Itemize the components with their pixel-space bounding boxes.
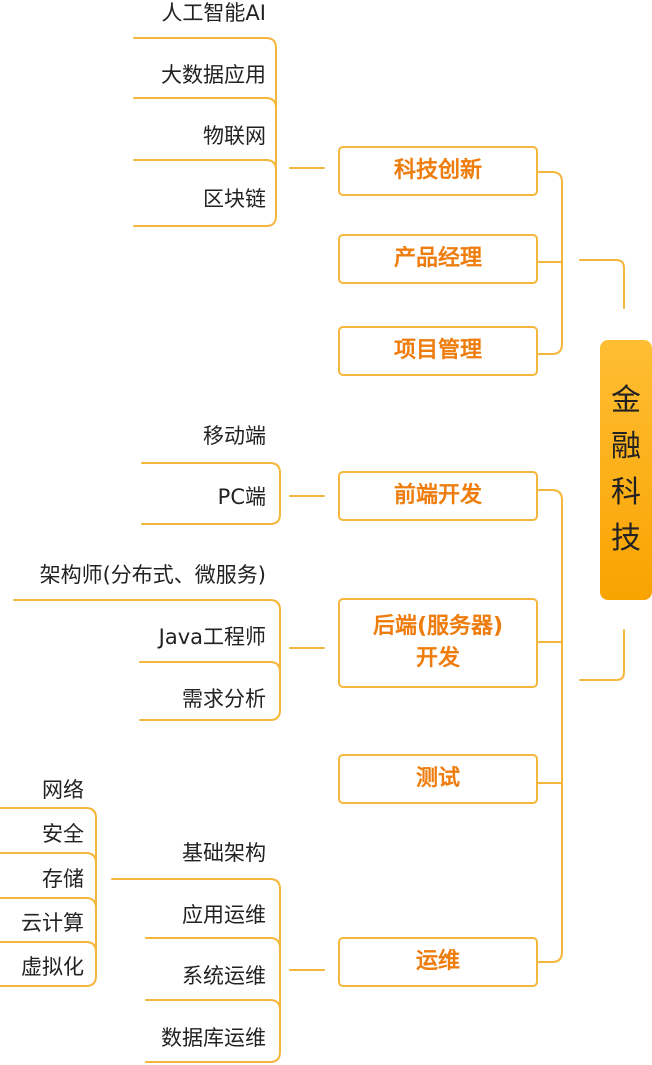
branch-label-line2: 开发 — [415, 646, 460, 671]
root-char: 金 — [611, 383, 641, 418]
root-char: 融 — [611, 429, 641, 464]
branch-label: 产品经理 — [393, 246, 482, 271]
leaf-jichu: 虚拟化 — [21, 955, 84, 979]
leaf-jichu: 网络 — [42, 778, 84, 802]
branch-label: 运维 — [415, 949, 460, 974]
branch-label: 项目管理 — [393, 338, 482, 363]
leaf-jichu: 安全 — [42, 822, 84, 846]
leaf-keji: 物联网 — [203, 124, 266, 148]
branch-yunwei: 运维 — [338, 937, 538, 987]
leaf-qianduan: 移动端 — [203, 424, 266, 448]
leaf-houduan: 架构师(分布式、微服务) — [39, 563, 266, 587]
branch-label: 科技创新 — [393, 158, 482, 183]
branch-qianduan: 前端开发 — [338, 471, 538, 521]
leaf-houduan: 需求分析 — [182, 687, 266, 711]
branch-label: 前端开发 — [393, 483, 482, 508]
leaf-keji: 人工智能AI — [161, 1, 266, 25]
root-char: 科 — [611, 475, 641, 510]
leaf-yunwei: 基础架构 — [182, 841, 266, 865]
leaf-yunwei: 系统运维 — [182, 964, 266, 988]
branch-keji: 科技创新 — [338, 146, 538, 196]
root-char: 技 — [611, 521, 641, 556]
leaf-keji: 大数据应用 — [161, 63, 266, 87]
branch-xiangmu: 项目管理 — [338, 326, 538, 376]
leaf-qianduan: PC端 — [217, 485, 266, 509]
leaf-keji: 区块链 — [203, 187, 266, 211]
branch-label: 测试 — [415, 766, 460, 791]
leaf-houduan: Java工程师 — [158, 625, 266, 649]
leaf-yunwei: 数据库运维 — [161, 1026, 266, 1050]
branch-label-line1: 后端(服务器) — [372, 614, 504, 639]
leaf-jichu: 存储 — [42, 867, 84, 891]
leaf-jichu: 云计算 — [21, 911, 84, 935]
branch-houduan: 后端(服务器) 开发 — [338, 598, 538, 688]
leaf-yunwei: 应用运维 — [182, 903, 266, 927]
root-node: 金 融 科 技 — [600, 340, 652, 600]
branch-ceshi: 测试 — [338, 754, 538, 804]
branch-chanpin: 产品经理 — [338, 234, 538, 284]
